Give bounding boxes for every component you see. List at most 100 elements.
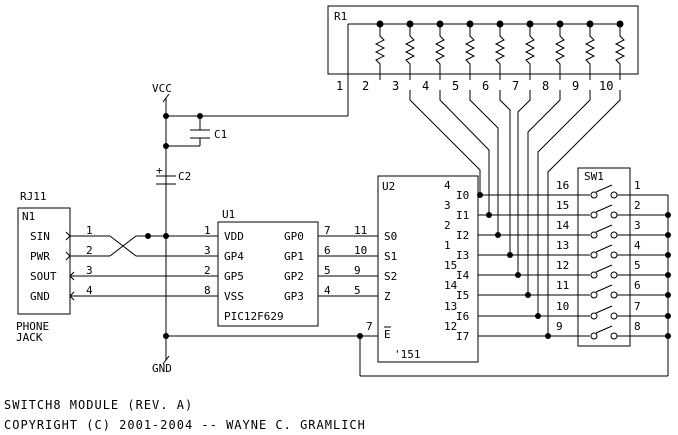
rj11-pin-num: 2: [86, 244, 93, 257]
rj11-pin-name: SIN: [30, 230, 50, 243]
u2-box: [377, 175, 479, 363]
u2-pin-num: 1: [444, 239, 451, 252]
u2-pin-num: 3: [444, 199, 451, 212]
r1-pin-label: 10: [599, 79, 613, 93]
u1-pin-name: GP4: [224, 250, 244, 263]
switch-contact: [610, 271, 618, 279]
u1-box: [217, 221, 319, 327]
sw1-switches: [590, 184, 630, 340]
sw1-pin-num: 11: [556, 279, 569, 292]
switch-contact: [590, 211, 598, 219]
vcc-label: VCC: [152, 82, 172, 95]
switch-contact: [590, 231, 598, 239]
r1-label: R1: [334, 10, 347, 23]
switch-lever: [595, 184, 613, 193]
r1-pin-label: 2: [362, 79, 369, 93]
r1-resistor: [614, 24, 626, 80]
u2-enable-num: 7: [366, 320, 373, 333]
caption-title: SWITCH8 MODULE (REV. A): [4, 398, 194, 412]
switch-contact: [610, 231, 618, 239]
r1-pin-label: 1: [336, 79, 343, 93]
rj11-pin-name: GND: [30, 290, 50, 303]
sw1-pin-num: 12: [556, 259, 569, 272]
r1-resistor: [404, 24, 416, 80]
u2-pin-name: S2: [384, 270, 397, 283]
r1-pin-label: 9: [572, 79, 579, 93]
sw1-box: [577, 167, 631, 347]
u2-pin-num: 10: [354, 244, 367, 257]
u2-pin-name: I1: [456, 209, 469, 222]
u2-pin-num: 15: [444, 259, 457, 272]
switch-contact: [590, 191, 598, 199]
phone-label: PHONE: [16, 320, 49, 333]
rj11-pin-name: PWR: [30, 250, 50, 263]
r1-pin-label: 3: [392, 79, 399, 93]
gnd-label: GND: [152, 362, 172, 375]
u2-pin-labels: S011S110S29Z5I04I13I22I31I415I514I613I71…: [354, 179, 470, 343]
sw1-pin-num: 3: [634, 219, 641, 232]
switch-contact: [610, 211, 618, 219]
u2-pin-name: I4: [456, 269, 470, 282]
r1-resistor: [524, 24, 536, 80]
switch-lever: [595, 244, 613, 253]
u2-pin-name: Z: [384, 290, 391, 303]
u1-pin-num: 2: [204, 264, 211, 277]
sw1-pin-num: 1: [634, 179, 641, 192]
u2-pin-num: 11: [354, 224, 367, 237]
n1-box: [17, 207, 71, 315]
u2-pin-num: 4: [444, 179, 451, 192]
u2-pin-name: S1: [384, 250, 397, 263]
r1-pin-label: 8: [542, 79, 549, 93]
u1-pin-name: GP5: [224, 270, 244, 283]
c2-plus-label: +: [156, 164, 163, 177]
r1-pin-label: 6: [482, 79, 489, 93]
sw1-pin-num: 10: [556, 300, 569, 313]
switch-lever: [595, 204, 613, 213]
sw1-pin-num: 7: [634, 300, 641, 313]
u2-ref: U2: [382, 180, 395, 193]
sw1-pin-num: 9: [556, 320, 563, 333]
switch-contact: [590, 251, 598, 259]
u2-pin-num: 2: [444, 219, 451, 232]
switch-contact: [590, 312, 598, 320]
sw1-pin-num: 16: [556, 179, 569, 192]
rj11-pin-name: SOUT: [30, 270, 57, 283]
u2-part: '151: [394, 348, 421, 361]
r1-box: [327, 5, 639, 75]
sw1-pin-num: 6: [634, 279, 641, 292]
switch-contact: [590, 291, 598, 299]
switch-contact: [610, 191, 618, 199]
c2-label: C2: [178, 170, 191, 183]
u2-pin-name: I5: [456, 289, 469, 302]
switch-lever: [595, 284, 613, 293]
c1-label: C1: [214, 128, 227, 141]
u2-pin-num: 9: [354, 264, 361, 277]
u2-pin-name: S0: [384, 230, 397, 243]
n1-label: N1: [22, 210, 35, 223]
switch-lever: [595, 224, 613, 233]
u1-pin-num: 6: [324, 244, 331, 257]
r1-pin-label: 5: [452, 79, 459, 93]
switch-lever: [595, 325, 613, 334]
u2-pin-name: I7: [456, 330, 469, 343]
r1-resistor: [464, 24, 476, 80]
u1-pin-name: VSS: [224, 290, 244, 303]
u2-pin-name: I3: [456, 249, 469, 262]
r1-resistor: [494, 24, 506, 80]
u1-pin-num: 5: [324, 264, 331, 277]
u1-pin-num: 3: [204, 244, 211, 257]
switch-contact: [610, 251, 618, 259]
rj11-pin-num: 4: [86, 284, 93, 297]
switch-contact: [590, 271, 598, 279]
sw1-pin-num: 4: [634, 239, 641, 252]
u2-pin-name: I2: [456, 229, 469, 242]
u2-pin-num: 5: [354, 284, 361, 297]
u2-enable-name: E: [384, 328, 391, 341]
u1-pin-num: 8: [204, 284, 211, 297]
u1-pin-num: 1: [204, 224, 211, 237]
r1-pin-label: 4: [422, 79, 429, 93]
